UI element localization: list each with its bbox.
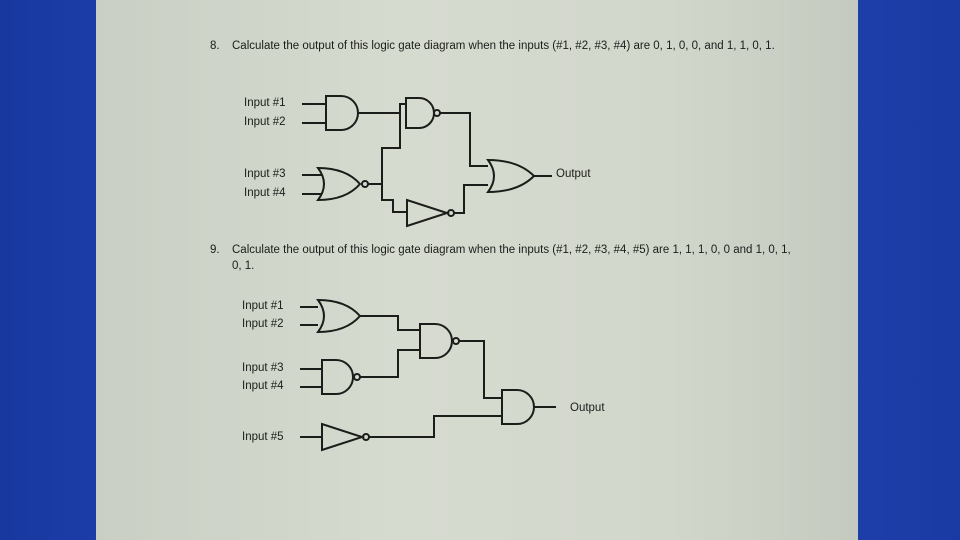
question-8-number: 8.	[210, 40, 220, 52]
q9-and-gate-output	[501, 389, 535, 425]
q9-input-5-label: Input #5	[242, 431, 284, 443]
q8-or-gate-output	[486, 158, 536, 194]
question-8-text: Calculate the output of this logic gate …	[232, 40, 775, 52]
q9-not-gate-bubble	[362, 433, 370, 441]
q8-nor-gate-bubble	[361, 180, 369, 188]
q8-input-1-label: Input #1	[244, 97, 286, 109]
q9-nand-gate-bubble	[452, 337, 460, 345]
q9-wire-nand2-to-nand	[360, 349, 420, 378]
q8-not-gate-bubble	[447, 209, 455, 217]
q8-circuit	[302, 95, 552, 228]
q8-wire-nand1-to-and-out	[440, 112, 488, 167]
q8-nand-gate-1	[405, 97, 435, 129]
q9-output-label: Output	[570, 402, 605, 414]
q8-wire-to-not	[381, 185, 407, 213]
q9-not-gate	[321, 422, 366, 452]
document-page	[96, 0, 858, 540]
q8-input-4-label: Input #4	[244, 187, 286, 199]
q8-nand-gate-1-bubble	[433, 109, 441, 117]
q9-wire-or1-to-nand	[360, 315, 420, 331]
q9-wire-nand-to-and-out	[459, 340, 502, 399]
q9-input-3-label: Input #3	[242, 362, 284, 374]
q9-nand-gate	[419, 323, 453, 359]
q8-input-3-label: Input #3	[244, 168, 286, 180]
question-9-number: 9.	[210, 244, 220, 256]
q8-wire-and1-to-nand1	[358, 103, 406, 114]
q8-output-label: Output	[556, 168, 591, 180]
q8-and-gate-1	[325, 95, 359, 131]
q8-nor-gate	[316, 166, 362, 202]
q8-input-2-label: Input #2	[244, 116, 286, 128]
q9-or-gate-1	[316, 298, 362, 334]
q8-not-gate	[406, 198, 451, 228]
q8-wire-branch	[381, 113, 401, 185]
q9-nand-gate-2-bubble	[353, 373, 361, 381]
q8-wire-not-to-or	[454, 184, 488, 214]
q9-input-2-label: Input #2	[242, 318, 284, 330]
q9-wire-not-to-and-out	[369, 415, 502, 438]
q9-input-1-label: Input #1	[242, 300, 284, 312]
q9-circuit	[300, 298, 556, 452]
q9-nand-gate-2	[321, 359, 354, 395]
q9-input-4-label: Input #4	[242, 380, 284, 392]
question-9-text: Calculate the output of this logic gate …	[232, 244, 791, 272]
